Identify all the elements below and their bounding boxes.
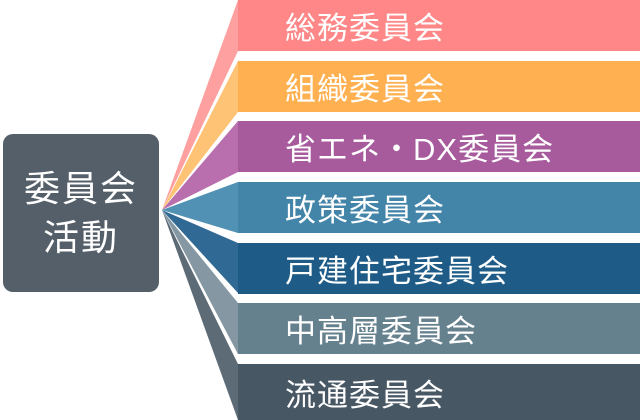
committee-bar-kodate: 戸建住宅委員会 (238, 243, 640, 294)
committee-bar-chuukousou: 中高層委員会 (238, 303, 640, 354)
beam-soumu (162, 0, 238, 210)
beam-chuukousou (162, 210, 238, 354)
committee-bar-seisaku: 政策委員会 (238, 182, 640, 233)
root-label-line2: 活動 (42, 217, 119, 258)
root-label-box: 委員会 活動 (3, 134, 159, 292)
committee-bar-shoene-dx: 省エネ・DX委員会 (238, 121, 640, 172)
committee-bar-ryuutsuu: 流通委員会 (238, 364, 640, 420)
beam-ryuutsuu (162, 210, 238, 420)
beam-seisaku (162, 182, 238, 233)
committee-bar-label: 総務委員会 (285, 11, 445, 46)
committee-bar-label: 組織委員会 (285, 72, 445, 107)
committee-bar-label: 省エネ・DX委員会 (285, 132, 555, 167)
beam-shoene-dx (162, 121, 238, 210)
beam-soshiki (162, 61, 238, 210)
committee-bar-soshiki: 組織委員会 (238, 61, 640, 112)
committee-bar-label: 中高層委員会 (285, 314, 477, 349)
committee-bar-soumu: 総務委員会 (238, 0, 640, 51)
committee-bar-label: 戸建住宅委員会 (285, 254, 509, 289)
committee-bar-label: 政策委員会 (285, 193, 445, 228)
committee-bar-label: 流通委員会 (285, 377, 445, 413)
root-label-line1: 委員会 (23, 168, 138, 209)
beam-kodate (162, 210, 238, 293)
